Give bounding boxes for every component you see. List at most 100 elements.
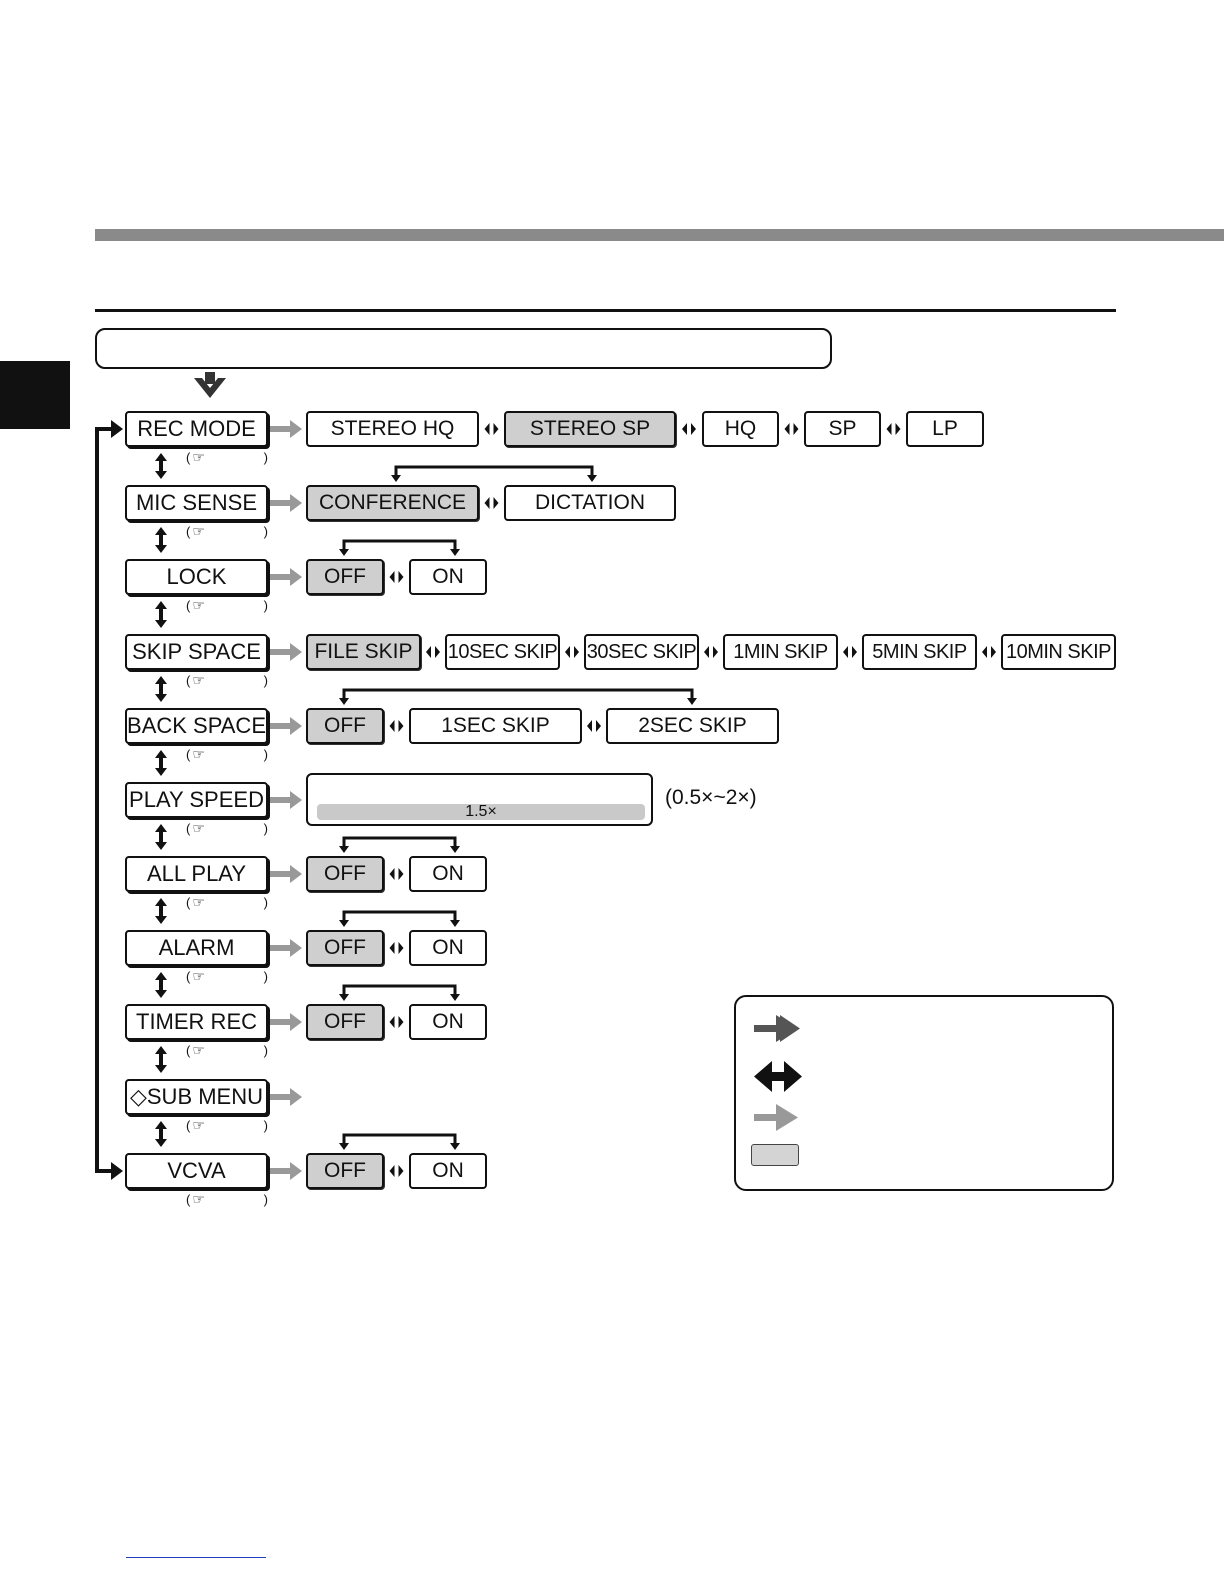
option-rec-mode-4[interactable]: LP <box>906 411 984 447</box>
page-reference-sub-menu: (☞) <box>186 1117 268 1134</box>
menu-skip-space[interactable]: SKIP SPACE <box>125 634 268 670</box>
ref-close: ) <box>263 1043 268 1058</box>
page-reference-timer-rec: (☞) <box>186 1042 268 1059</box>
option-timer-rec-0[interactable]: OFF <box>306 1004 384 1040</box>
ref-close: ) <box>263 673 268 688</box>
gray-arrow-icon <box>270 723 292 729</box>
gray-arrow-head <box>290 643 302 661</box>
play-speed-bar[interactable]: 1.5× <box>317 803 645 820</box>
ref-close: ) <box>263 1118 268 1133</box>
pointing-hand-icon: ☞ <box>192 1191 205 1207</box>
small-double-arrow-icon <box>389 1165 395 1177</box>
option-rec-mode-0[interactable]: STEREO HQ <box>306 411 479 447</box>
menu-vcva[interactable]: VCVA <box>125 1153 268 1189</box>
pointing-hand-icon: ☞ <box>192 968 205 984</box>
gray-arrow-head <box>290 1088 302 1106</box>
option-mic-sense-1[interactable]: DICTATION <box>504 485 676 521</box>
loop-arrow-head-right <box>587 475 597 482</box>
gray-arrow-icon <box>270 649 292 655</box>
ref-close: ) <box>263 969 268 984</box>
option-rec-mode-1[interactable]: STEREO SP <box>504 411 676 447</box>
option-skip-space-5[interactable]: 10MIN SKIP <box>1001 634 1116 670</box>
ref-close: ) <box>263 598 268 613</box>
gray-arrow-head <box>290 865 302 883</box>
small-double-arrow-icon-right <box>852 646 857 658</box>
gray-arrow-icon <box>270 426 292 432</box>
bottom-link-line <box>126 1557 266 1558</box>
play-speed-box[interactable]: 1.5× <box>306 773 653 826</box>
option-all-play-1[interactable]: ON <box>409 856 487 892</box>
small-double-arrow-icon <box>784 423 790 435</box>
option-lock-1[interactable]: ON <box>409 559 487 595</box>
updown-arrow-head-up <box>155 527 167 535</box>
loop-connector <box>342 910 457 925</box>
pointing-hand-icon: ☞ <box>192 449 205 465</box>
dark-arrow-icon <box>754 1015 800 1042</box>
option-back-space-1[interactable]: 1SEC SKIP <box>409 708 582 744</box>
small-double-arrow-icon-right <box>398 720 404 732</box>
loop-connector <box>342 984 457 999</box>
small-double-arrow-icon-right <box>398 1016 404 1028</box>
option-all-play-0[interactable]: OFF <box>306 856 384 892</box>
updown-arrow-head-down <box>155 545 167 553</box>
menu-lock[interactable]: LOCK <box>125 559 268 595</box>
loop-arrow-head-right <box>450 920 460 927</box>
ref-open: ( <box>186 747 191 762</box>
option-vcva-0[interactable]: OFF <box>306 1153 384 1189</box>
option-skip-space-0[interactable]: FILE SKIP <box>306 634 421 670</box>
option-rec-mode-3[interactable]: SP <box>804 411 881 447</box>
updown-arrow-head-up <box>155 601 167 609</box>
page-reference-play-speed: (☞) <box>186 820 268 837</box>
small-double-arrow-icon-right <box>398 868 404 880</box>
ref-open: ( <box>186 450 191 465</box>
gray-arrow-icon <box>754 1104 798 1131</box>
option-vcva-1[interactable]: ON <box>409 1153 487 1189</box>
ref-open: ( <box>186 969 191 984</box>
double-arrow-icon <box>754 1061 802 1092</box>
option-lock-0[interactable]: OFF <box>306 559 384 595</box>
option-skip-space-1[interactable]: 10SEC SKIP <box>445 634 560 670</box>
menu-sub-menu[interactable]: ◇SUB MENU <box>125 1079 268 1115</box>
option-alarm-0[interactable]: OFF <box>306 930 384 966</box>
updown-arrow-head-down <box>155 842 167 850</box>
updown-arrow-head-up <box>155 1046 167 1054</box>
page-reference-skip-space: (☞) <box>186 672 268 689</box>
menu-back-space[interactable]: BACK SPACE <box>125 708 268 744</box>
option-skip-space-4[interactable]: 5MIN SKIP <box>862 634 977 670</box>
ref-open: ( <box>186 821 191 836</box>
ref-open: ( <box>186 598 191 613</box>
menu-alarm[interactable]: ALARM <box>125 930 268 966</box>
menu-rec-mode[interactable]: REC MODE <box>125 411 268 447</box>
ref-open: ( <box>186 1118 191 1133</box>
small-double-arrow-icon-right <box>435 646 440 658</box>
menu-timer-rec[interactable]: TIMER REC <box>125 1004 268 1040</box>
option-back-space-0[interactable]: OFF <box>306 708 384 744</box>
small-double-arrow-icon <box>389 720 395 732</box>
loop-connector <box>342 1133 457 1148</box>
option-skip-space-2[interactable]: 30SEC SKIP <box>584 634 699 670</box>
page-reference-vcva: (☞) <box>186 1191 268 1208</box>
option-timer-rec-1[interactable]: ON <box>409 1004 487 1040</box>
updown-arrow-head-down <box>155 471 167 479</box>
small-double-arrow-icon <box>484 497 490 509</box>
updown-arrow-head-down <box>155 990 167 998</box>
ref-open: ( <box>186 673 191 688</box>
small-double-arrow-icon-right <box>493 497 499 509</box>
option-mic-sense-0[interactable]: CONFERENCE <box>306 485 479 521</box>
play-speed-value: 1.5× <box>465 803 497 820</box>
loop-arrow-head-left <box>339 698 349 705</box>
menu-header-box <box>95 328 832 369</box>
entry-arrow-head <box>194 378 226 398</box>
option-skip-space-3[interactable]: 1MIN SKIP <box>723 634 838 670</box>
page-reference-mic-sense: (☞) <box>186 523 268 540</box>
loop-arrow-head-left <box>339 920 349 927</box>
menu-play-speed[interactable]: PLAY SPEED <box>125 782 268 818</box>
menu-all-play[interactable]: ALL PLAY <box>125 856 268 892</box>
option-rec-mode-2[interactable]: HQ <box>702 411 779 447</box>
option-alarm-1[interactable]: ON <box>409 930 487 966</box>
small-double-arrow-icon <box>389 571 395 583</box>
updown-arrow-head-down <box>155 1139 167 1147</box>
menu-mic-sense[interactable]: MIC SENSE <box>125 485 268 521</box>
option-back-space-2[interactable]: 2SEC SKIP <box>606 708 779 744</box>
small-double-arrow-icon <box>484 423 490 435</box>
